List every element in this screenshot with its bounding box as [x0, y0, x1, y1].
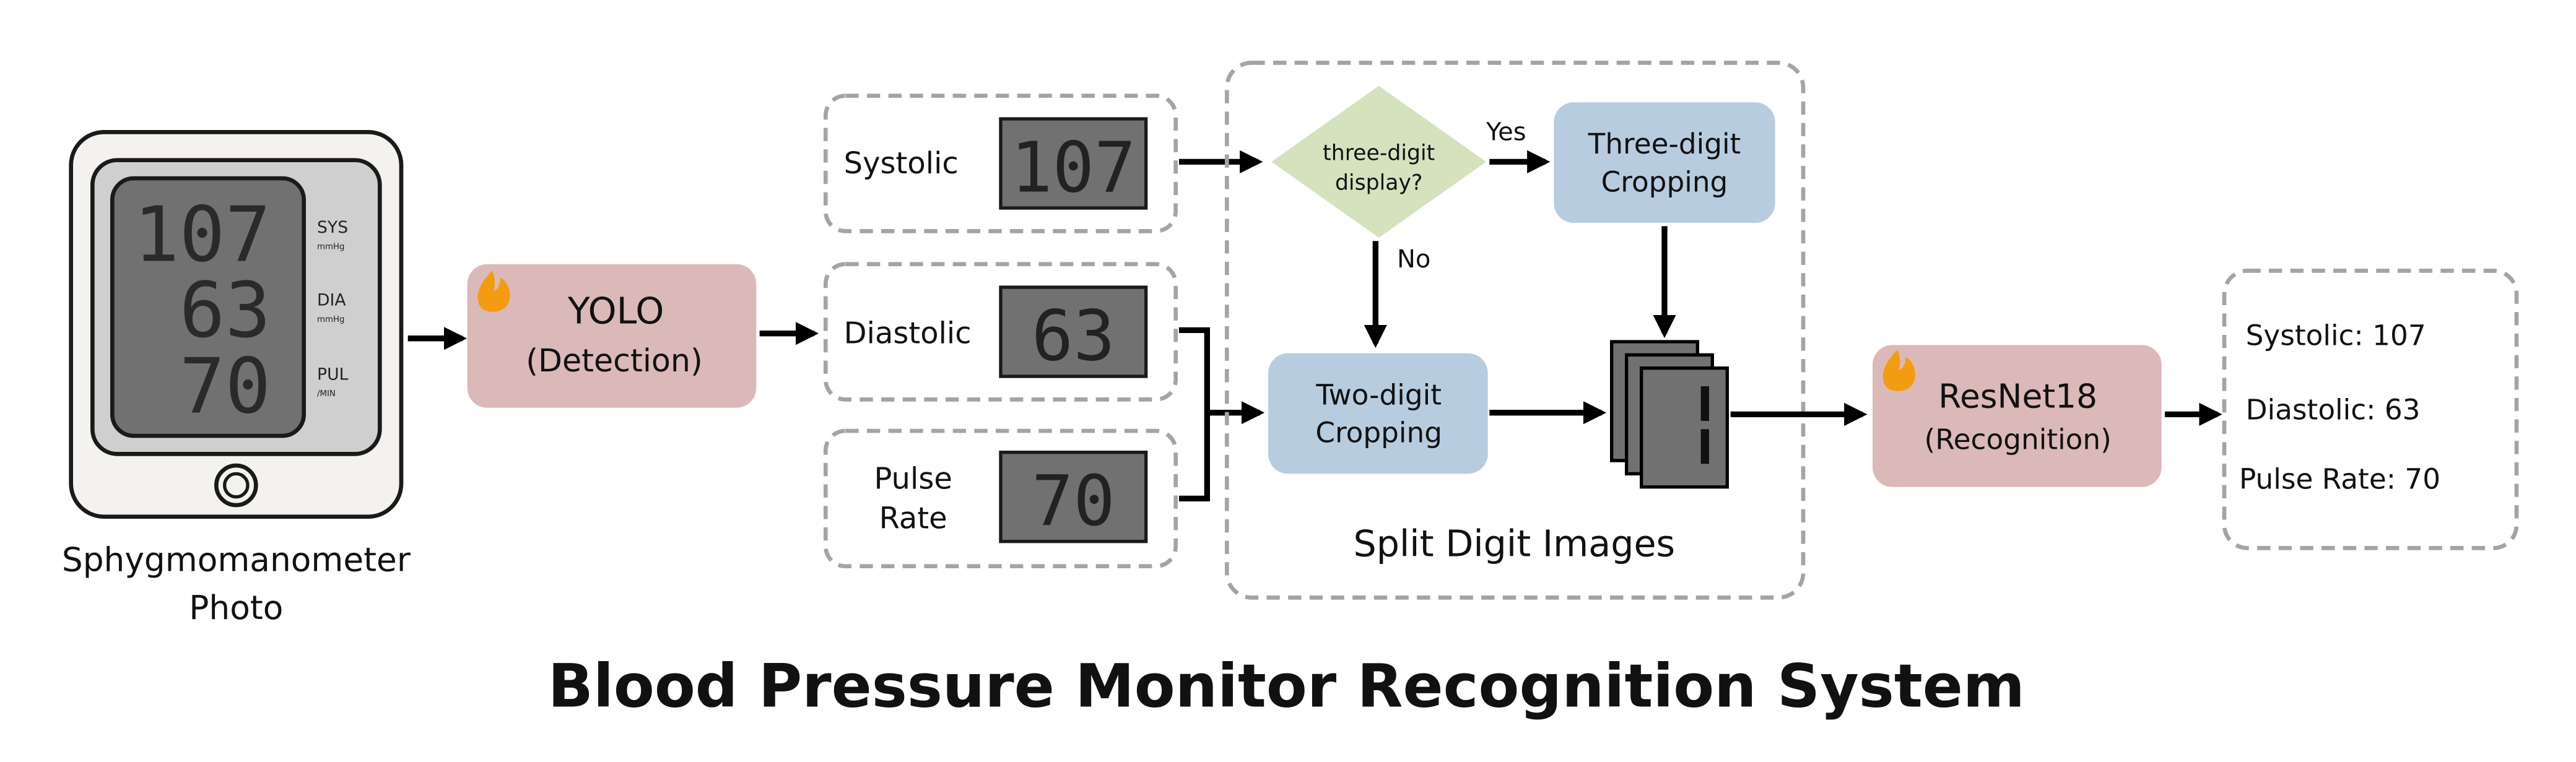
crop-pulse-label-line2: Rate [879, 501, 947, 535]
results-box: Systolic: 107 Diastolic: 63 Pulse Rate: … [2222, 269, 2519, 550]
split-group-border [1225, 61, 1806, 600]
split-group-label: Split Digit Images [1354, 523, 1676, 565]
device-reading-pulse: 70 [180, 342, 271, 431]
two-digit-text-line1: Two-digit [1315, 378, 1442, 411]
crop-diastolic-border [824, 262, 1178, 402]
resnet-title: ResNet18 [1938, 377, 2097, 416]
crop-pulse: Pulse Rate 70 [824, 428, 1178, 569]
digit-image-front [1640, 366, 1729, 489]
result-pulse-rate: Pulse Rate: 70 [2239, 462, 2440, 495]
device-unit-dia: mmHg [317, 315, 344, 324]
crop-systolic-value: 107 [1011, 128, 1136, 208]
page-title: Blood Pressure Monitor Recognition Syste… [548, 651, 2025, 721]
device-reading-systolic: 107 [134, 190, 271, 279]
device-label-pul: PUL [317, 365, 349, 384]
crop-systolic-label: Systolic [844, 146, 959, 181]
crop-systolic-border [824, 93, 1178, 233]
two-digit-cropping-box [1268, 353, 1488, 474]
crop-pulse-value: 70 [1032, 461, 1115, 542]
crop-systolic-lcd [999, 117, 1148, 210]
device-power-button [214, 463, 258, 508]
results-border [2222, 269, 2519, 550]
no-label: No [1397, 245, 1430, 274]
yolo-detection-box: YOLO (Detection) [467, 264, 757, 408]
crop-diastolic-value: 63 [1032, 296, 1115, 376]
yolo-title: YOLO [567, 290, 664, 332]
device-reading-diastolic: 63 [180, 266, 271, 355]
resnet-subtitle: (Recognition) [1925, 423, 2112, 456]
fire-icon [477, 271, 510, 312]
decision-diamond [1271, 85, 1486, 238]
fire-icon [1882, 350, 1915, 391]
resnet-recognition-box: ResNet18 (Recognition) [1873, 345, 2162, 487]
crop-pulse-lcd [999, 451, 1148, 543]
crop-diastolic-label: Diastolic [844, 316, 972, 351]
device-unit-pul: /MIN [317, 389, 336, 399]
crop-systolic: Systolic 107 [824, 93, 1178, 233]
device-power-button-ring [223, 472, 250, 499]
two-digit-text-line2: Cropping [1315, 417, 1442, 449]
crop-diastolic-lcd [999, 285, 1148, 378]
device-lcd-screen [110, 176, 306, 438]
three-digit-text-line1: Three-digit [1588, 128, 1741, 160]
digit-segment-lower [1700, 429, 1709, 464]
crop-pulse-border [824, 428, 1178, 569]
result-systolic: Systolic: 107 [2246, 319, 2426, 352]
yes-label: Yes [1486, 118, 1526, 147]
decision-text-line1: three-digit [1323, 141, 1435, 166]
device-unit-sys: mmHg [317, 243, 344, 252]
device-caption-line2: Photo [189, 588, 283, 627]
decision-text-line2: display? [1335, 171, 1422, 196]
yolo-box-bg [467, 264, 757, 408]
three-digit-text-line2: Cropping [1601, 165, 1728, 198]
crop-pulse-label-line1: Pulse [874, 461, 952, 496]
crop-diastolic: Diastolic 63 [824, 262, 1178, 402]
resnet-box-bg [1873, 345, 2162, 487]
three-digit-cropping-box [1554, 102, 1775, 223]
device-label-dia: DIA [317, 290, 346, 310]
sphygmomanometer-photo: 107 63 70 SYS mmHg DIA mmHg PUL /MIN [69, 130, 404, 519]
device-label-sys: SYS [317, 218, 348, 237]
result-diastolic: Diastolic: 63 [2246, 393, 2421, 426]
digit-segment-upper [1700, 386, 1709, 422]
bracket-diastolic-pulse [1179, 327, 1210, 502]
yolo-subtitle: (Detection) [526, 342, 703, 379]
split-digit-images-stack [1610, 340, 1729, 489]
device-caption-line1: Sphygmomanometer [62, 540, 411, 579]
